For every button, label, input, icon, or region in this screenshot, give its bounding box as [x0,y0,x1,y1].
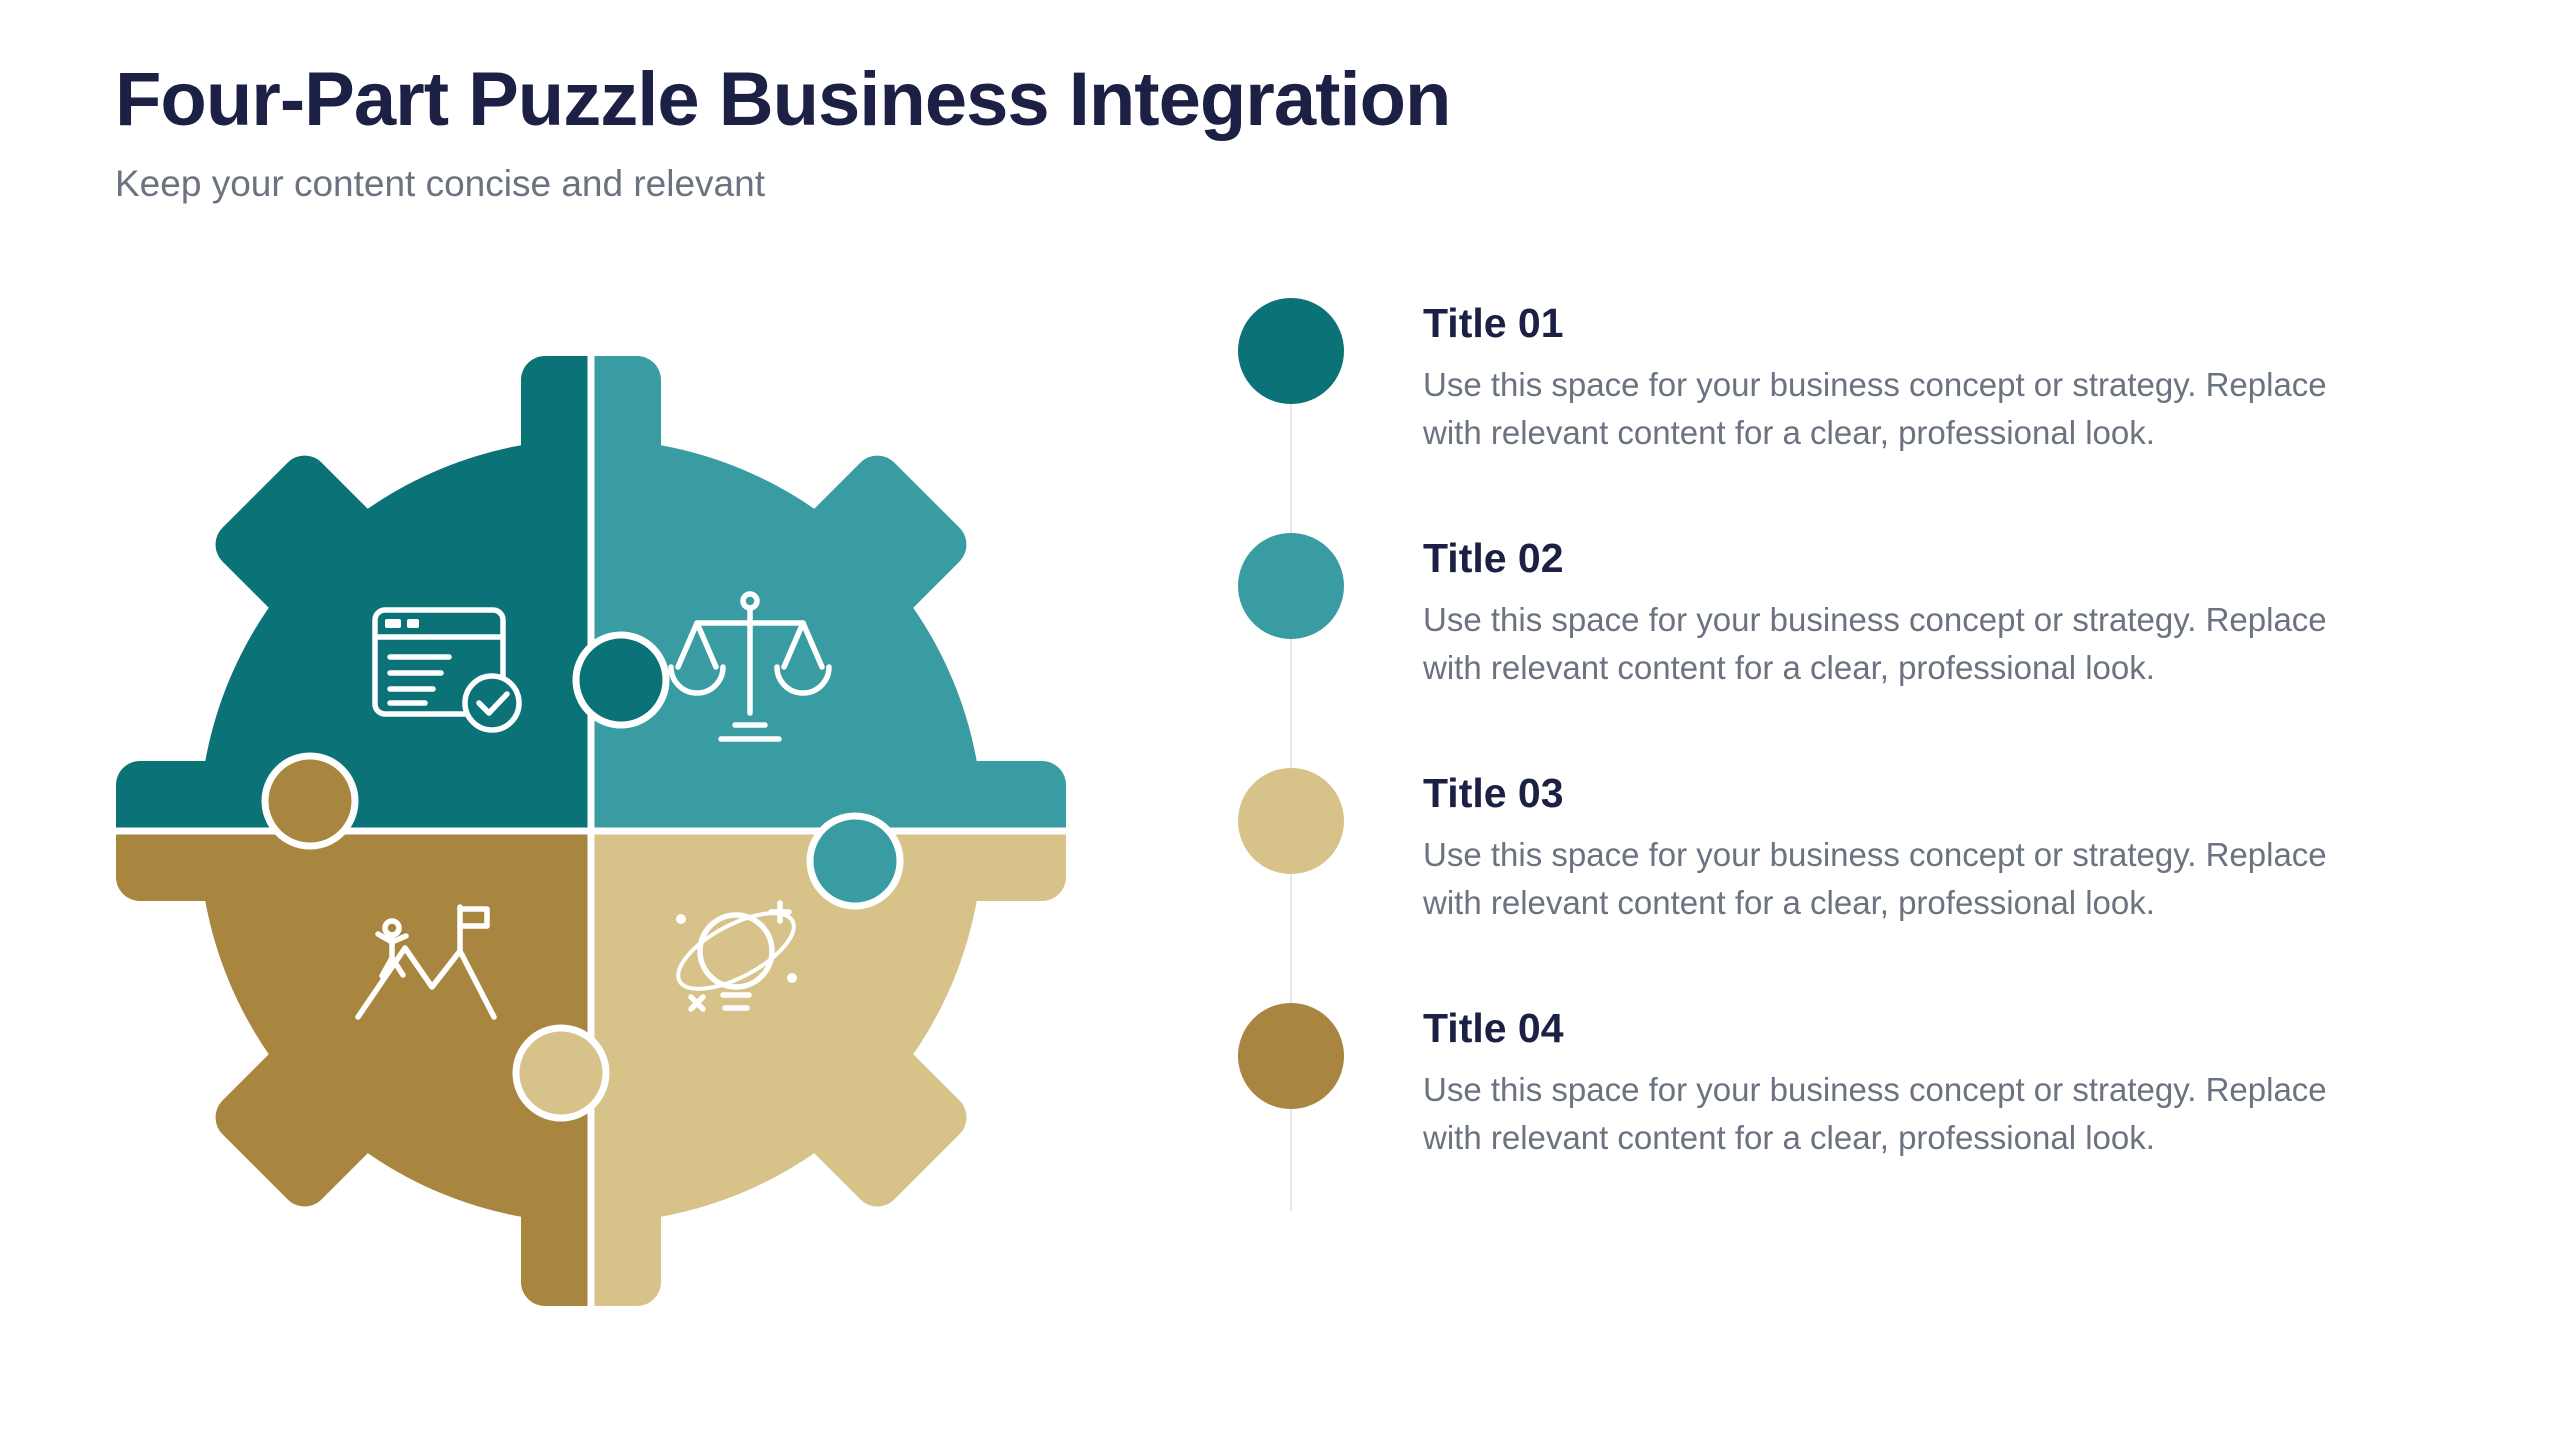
item-text-01: Title 01 Use this space for your busines… [1423,298,2378,457]
item-title-02: Title 02 [1423,535,1564,581]
page-title: Four-Part Puzzle Business Integration [115,57,1451,142]
item-bullet-02 [1238,533,1344,639]
puzzle-tab-part4 [261,752,359,850]
list-item-02: Title 02 Use this space for your busines… [1238,533,2378,692]
puzzle-gear-figure [111,351,1071,1311]
puzzle-tab-part3 [512,1024,610,1122]
item-text-04: Title 04 Use this space for your busines… [1423,1003,2378,1162]
item-title-04: Title 04 [1423,1005,1564,1051]
item-title-03: Title 03 [1423,770,1564,816]
puzzle-tab-part2 [806,812,904,910]
puzzle-tabs [261,631,904,1122]
puzzle-tab-part1 [572,631,670,729]
mountain-flag-icon [355,904,497,1020]
item-description-04: Use this space for your business concept… [1423,1071,2327,1156]
scales-icon [668,591,832,742]
list-item-03: Title 03 Use this space for your busines… [1238,768,2378,927]
item-description-01: Use this space for your business concept… [1423,366,2327,451]
list-item-01: Title 01 Use this space for your busines… [1238,298,2378,457]
item-text-03: Title 03 Use this space for your busines… [1423,768,2378,927]
page-subtitle: Keep your content concise and relevant [115,163,765,205]
header: Four-Part Puzzle Business Integration Ke… [115,56,1451,205]
list-item-04: Title 04 Use this space for your busines… [1238,1003,2378,1162]
item-bullet-01 [1238,298,1344,404]
item-text-02: Title 02 Use this space for your busines… [1423,533,2378,692]
lightbulb-atom-icon [676,900,797,1012]
item-description-02: Use this space for your business concept… [1423,601,2327,686]
content-list: Title 01 Use this space for your busines… [1238,298,2378,1211]
browser-check-icon [372,607,522,733]
item-title-01: Title 01 [1423,300,1564,346]
item-bullet-04 [1238,1003,1344,1109]
item-description-03: Use this space for your business concept… [1423,836,2327,921]
item-bullet-03 [1238,768,1344,874]
